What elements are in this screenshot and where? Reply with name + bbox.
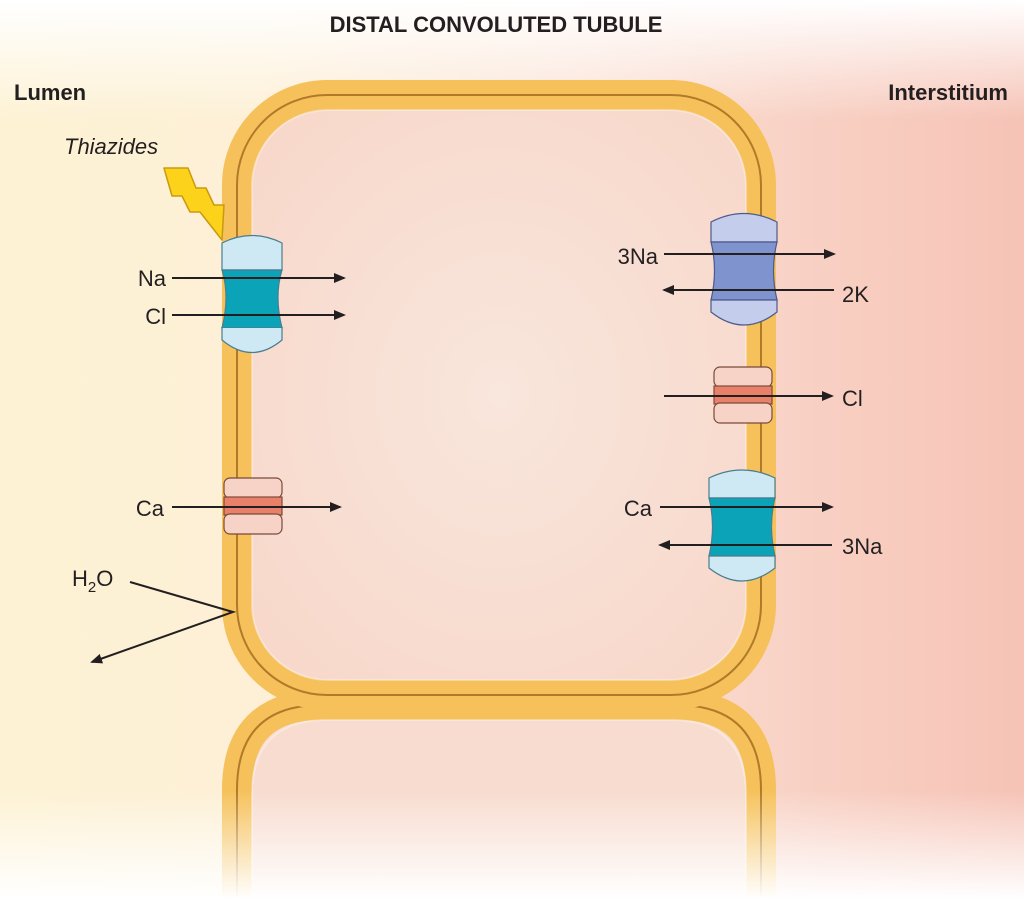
apical-calcium-channel bbox=[223, 477, 283, 535]
lightning-bolt-icon bbox=[163, 167, 225, 241]
lumen-label: Lumen bbox=[14, 80, 86, 105]
background-fade-bottom bbox=[0, 790, 1024, 899]
nacl-cotransporter bbox=[220, 234, 284, 353]
water-flow-arrow bbox=[90, 581, 237, 664]
cl-ion-label: Cl bbox=[145, 304, 166, 329]
na-ca-exchanger bbox=[708, 469, 776, 582]
ca-apical-label: Ca bbox=[136, 496, 165, 521]
cl-efflux-label: Cl bbox=[842, 386, 863, 411]
na-efflux-label: 3Na bbox=[618, 244, 659, 269]
k-influx-label: 2K bbox=[842, 282, 869, 307]
na-k-atpase bbox=[710, 213, 778, 326]
thiazides-label: Thiazides bbox=[64, 134, 158, 159]
na-exchange-label: 3Na bbox=[842, 534, 883, 559]
interstitium-label: Interstitium bbox=[888, 80, 1008, 105]
na-ion-label: Na bbox=[138, 266, 167, 291]
ca-efflux-label: Ca bbox=[624, 496, 653, 521]
water-label: H2O bbox=[72, 566, 113, 596]
diagram-title: DISTAL CONVOLUTED TUBULE bbox=[330, 12, 663, 37]
